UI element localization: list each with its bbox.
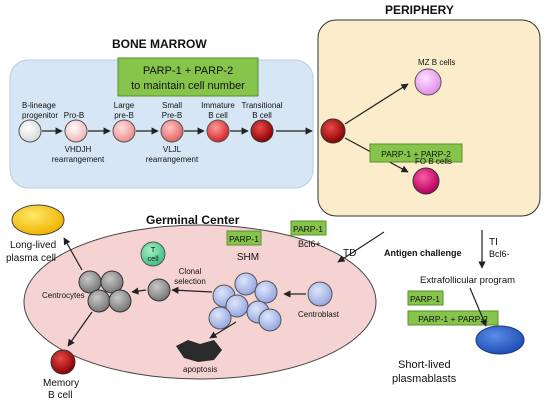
periphery-parp-text: PARP-1 + PARP-2 <box>381 149 451 159</box>
rearrangement-word-1: rearrangement <box>52 155 105 164</box>
arrow-to-memory <box>67 311 93 347</box>
stage-label-prob: Pro-B <box>64 111 84 120</box>
centroblast-label: Centroblast <box>298 310 340 319</box>
arrow-cluster-selection <box>171 286 213 294</box>
td-label: TD <box>343 248 356 259</box>
selected-centrocyte <box>147 278 171 302</box>
stage-label-large-2: pre-B <box>114 111 134 120</box>
bcl6-minus-label: Bcl6- <box>489 249 510 259</box>
germinal-center-region <box>23 224 377 380</box>
centrocyte-3 <box>87 289 111 313</box>
memory-label-2: B cell <box>48 390 72 401</box>
bcl6-plus-label: Bcl6+ <box>298 239 321 249</box>
centrocyte-4 <box>108 289 132 313</box>
germinal-center-title: Germinal Center <box>146 213 240 227</box>
parp-maintain-line2: to maintain cell number <box>131 80 245 92</box>
short-lived-label-2: plasmablasts <box>392 373 457 385</box>
small-pre-b-cell <box>160 119 184 143</box>
outer-parp1-text: PARP-1 <box>293 224 323 234</box>
centroblast-cell <box>307 281 333 307</box>
parp-maintain-line1: PARP-1 + PARP-2 <box>143 65 233 77</box>
stage-label-progenitor-2: progenitor <box>22 111 58 120</box>
extrafollicular-parp1-box <box>407 290 444 306</box>
mz-b-cell <box>414 68 442 96</box>
t-cell <box>140 241 166 267</box>
stage-label-progenitor-1: B-lineage <box>22 101 56 110</box>
arrow-to-plasmablast <box>469 287 487 327</box>
memory-label-1: Memory <box>43 378 79 389</box>
periphery-title: PERIPHERY <box>385 3 454 17</box>
centroblast-cluster-6 <box>208 306 232 330</box>
stage-label-immature-2: B cell <box>208 111 228 120</box>
mz-label: MZ B cells <box>418 58 455 67</box>
memory-b-cell <box>50 349 76 375</box>
clonal-selection-1: Clonal <box>179 267 202 276</box>
extrafollicular-parp12-box <box>407 310 499 326</box>
arrow-td <box>337 231 385 263</box>
arrow-to-mz <box>344 83 409 125</box>
stage-label-large-1: Large <box>114 101 135 110</box>
extrafollicular-label: Extrafollicular program <box>420 275 515 286</box>
bone-marrow-title: BONE MARROW <box>112 37 207 51</box>
apoptosis-label: apoptosis <box>183 365 217 374</box>
large-pre-b-cell <box>112 119 136 143</box>
periphery-transitional-cell <box>320 118 346 144</box>
extrafollicular-parp12-text: PARP-1 + PARP-2 <box>418 314 488 324</box>
centroblast-cluster-4 <box>225 294 249 318</box>
long-lived-label-2: plasma cell <box>6 253 56 264</box>
immature-b-cell <box>206 119 230 143</box>
centrocytes-label: Centrocytes <box>42 291 85 300</box>
arrow-selection-centrocytes <box>131 287 147 295</box>
periphery-parp-box <box>369 143 463 163</box>
centroblast-cluster-3 <box>254 280 278 304</box>
long-lived-plasma-cell <box>11 204 65 236</box>
rearrangement-vljl: VLJL <box>163 145 182 154</box>
extrafollicular-parp1-text: PARP-1 <box>410 294 440 304</box>
progenitor-cell <box>18 119 42 143</box>
fo-b-cell <box>412 167 440 195</box>
apoptotic-cell <box>176 340 222 362</box>
long-lived-label-1: Long-lived <box>10 240 56 251</box>
rearrangement-word-2: rearrangement <box>146 155 199 164</box>
stage-label-small-1: Small <box>162 101 182 110</box>
ti-label: TI <box>489 237 498 248</box>
gc-parp1-box <box>226 230 262 246</box>
t-cell-label-2: cell <box>147 254 159 263</box>
short-lived-plasmablast <box>475 325 525 355</box>
stage-label-immature-1: Immature <box>201 101 235 110</box>
periphery-region <box>317 19 541 217</box>
antigen-challenge-label: Antigen challenge <box>384 248 462 258</box>
stage-label-transitional-1: Transitional <box>241 101 282 110</box>
arrow-cluster-apoptosis <box>209 321 237 339</box>
clonal-selection-2: selection <box>174 277 206 286</box>
fo-label: FO B cells <box>415 157 452 166</box>
t-cell-label-1: T <box>151 245 156 254</box>
centroblast-cluster-2 <box>234 272 258 296</box>
stage-label-small-2: Pre-B <box>162 111 182 120</box>
outer-parp1-box <box>290 220 327 236</box>
parp-maintain-box <box>117 57 259 97</box>
centroblast-cluster-7 <box>258 308 282 332</box>
short-lived-label-1: Short-lived <box>398 359 451 371</box>
rearrangement-vhdjh: VHDJH <box>65 145 92 154</box>
arrow-to-long-lived <box>63 237 83 271</box>
transitional-b-cell <box>250 119 274 143</box>
shm-label: SHM <box>237 252 259 263</box>
gc-parp1-text: PARP-1 <box>229 234 259 244</box>
pro-b-cell <box>64 119 88 143</box>
stage-label-transitional-2: B cell <box>252 111 272 120</box>
